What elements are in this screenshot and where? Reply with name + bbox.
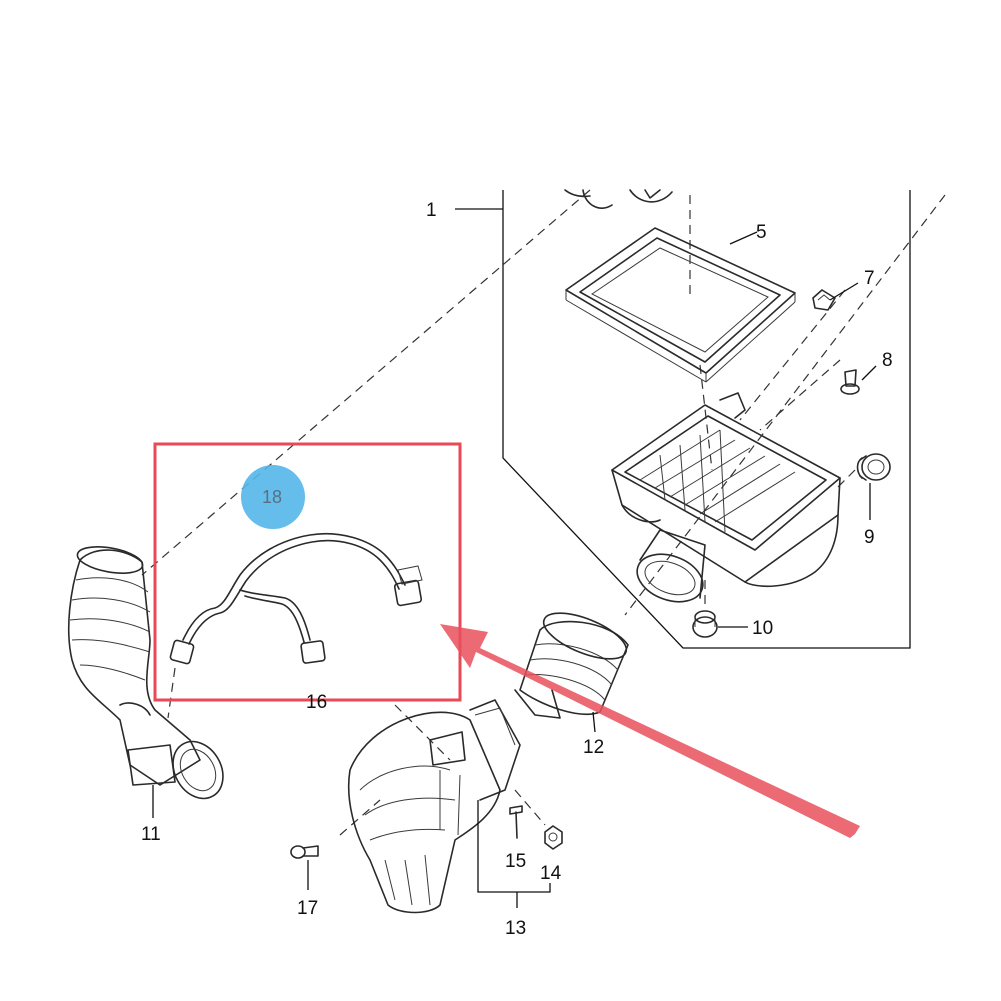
bolt — [840, 369, 860, 395]
label-15: 15 — [505, 851, 526, 872]
grommet — [692, 610, 718, 638]
filter-element — [565, 227, 796, 383]
label-1: 1 — [426, 200, 437, 221]
part-18-badge — [241, 465, 305, 529]
resonator — [347, 699, 521, 914]
callout-labels: 1 5 7 8 9 10 11 12 13 14 15 16 17 18 — [141, 200, 893, 939]
intake-duct — [67, 546, 224, 800]
label-13: 13 — [505, 918, 526, 939]
bolt — [509, 805, 523, 839]
label-16: 16 — [306, 692, 327, 713]
label-11: 11 — [141, 824, 161, 845]
label-14: 14 — [540, 863, 562, 884]
assembly-bracket — [455, 190, 911, 649]
vent-hose — [169, 532, 423, 665]
label-8: 8 — [882, 350, 893, 371]
label-5: 5 — [756, 222, 767, 243]
label-7: 7 — [864, 268, 875, 289]
pointer-arrow — [440, 624, 860, 838]
pin — [290, 845, 319, 859]
clip — [812, 289, 836, 311]
air-cleaner-housing — [611, 392, 841, 603]
nut — [544, 825, 563, 850]
label-17: 17 — [297, 898, 318, 919]
label-10: 10 — [752, 618, 773, 639]
air-cleaner-lid — [564, 189, 673, 209]
label-18: 18 — [262, 487, 282, 507]
label-12: 12 — [583, 737, 604, 758]
label-9: 9 — [864, 527, 875, 548]
outlet-duct — [514, 612, 629, 719]
grommet — [856, 453, 891, 481]
callout-leaders — [152, 231, 877, 908]
highlight-box — [153, 442, 462, 702]
